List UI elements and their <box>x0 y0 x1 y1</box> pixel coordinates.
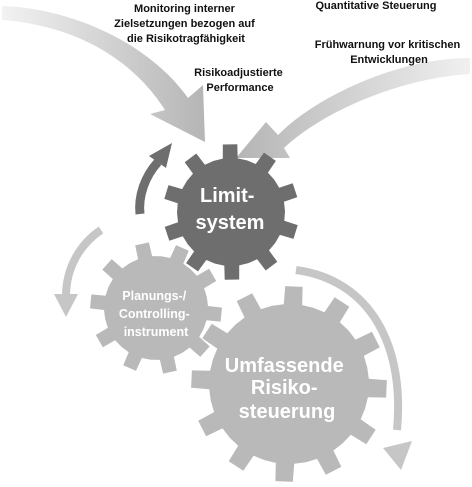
dark-arrow <box>135 158 162 215</box>
gear-umfassend <box>191 286 387 482</box>
label-monitoring: Monitoring interner Zielsetzungen bezoge… <box>114 3 258 45</box>
label-fruehwarnung: Frühwarnung vor kritischen Entwicklungen <box>315 39 464 66</box>
light-arrow-left <box>62 226 104 297</box>
gear-planung-label: Planungs-/ Controlling- instrument <box>119 289 193 339</box>
label-performance: Risikoadjustierte Performance <box>194 67 286 94</box>
gear-limit-label: Limit- system <box>196 185 265 234</box>
gear-umfassend-label: Umfassende Risiko- steuerung <box>225 355 350 423</box>
label-quantitative: Quantitative Steuerung <box>315 0 436 12</box>
light-arrow-right-head <box>383 441 412 470</box>
dark-arrow-head <box>149 143 172 168</box>
light-arrow-right <box>295 266 402 431</box>
light-arrow-left-head <box>54 294 78 317</box>
gear-planung <box>90 242 222 374</box>
gear-limit <box>164 144 298 280</box>
big-arrow-right <box>236 58 470 158</box>
big-arrow-left <box>2 6 205 142</box>
